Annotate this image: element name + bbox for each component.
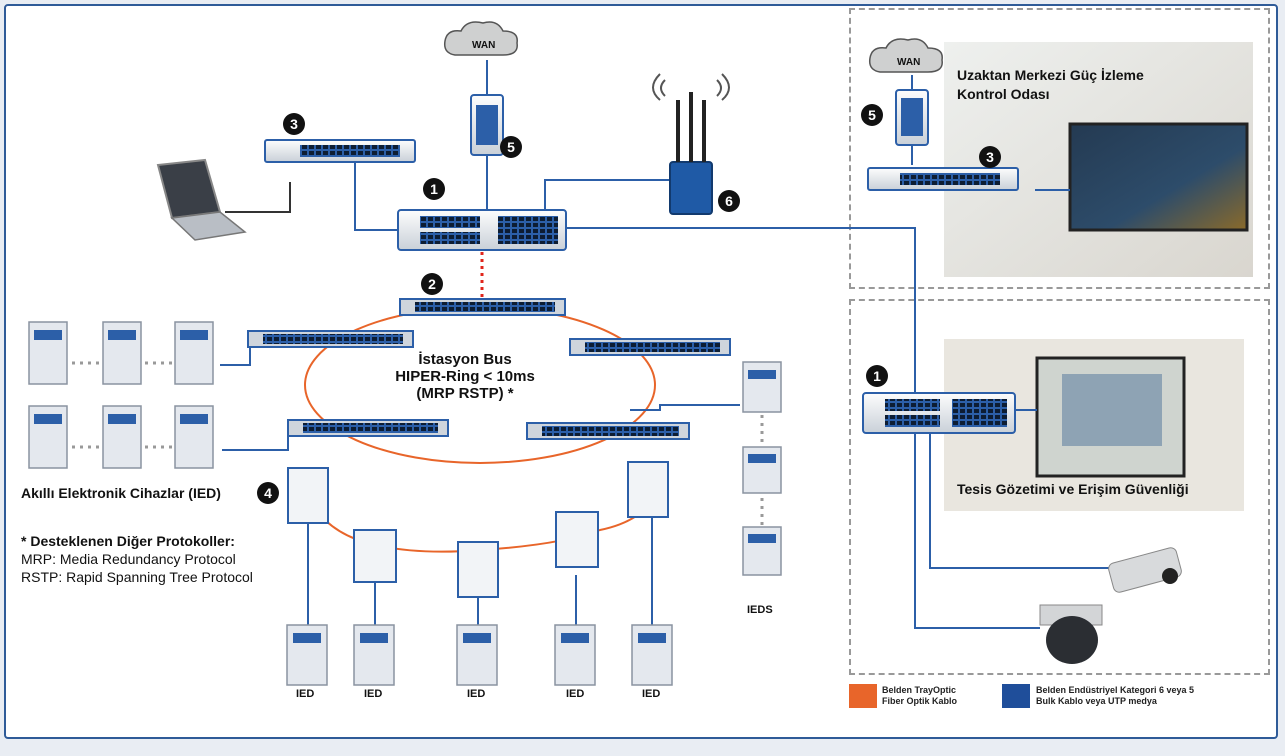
- ied-label: IED: [642, 688, 661, 700]
- ring-label-line2: HIPER-Ring < 10ms: [395, 368, 535, 385]
- router-icon: [470, 89, 929, 156]
- copper-legend-text: Belden Endüstriyel Kategori 6 veya 5 Bul…: [1036, 685, 1194, 707]
- ieds-label: IEDS: [747, 604, 773, 616]
- security-zone-title: Tesis Gözetimi ve Erişim Güvenliği: [957, 481, 1189, 497]
- ied-chain-dots: [72, 361, 764, 525]
- control-room-screen: [1068, 122, 1249, 232]
- ied-label: IED: [566, 688, 585, 700]
- badge-6: 6: [718, 190, 740, 212]
- wan-label: WAN: [897, 57, 921, 68]
- switch-icon: [397, 209, 567, 251]
- dome-camera-icon: [1039, 604, 1103, 664]
- wan-label: WAN: [472, 40, 496, 51]
- protocol-rstp: RSTP: Rapid Spanning Tree Protocol: [21, 569, 253, 585]
- fiber-legend-line2: Fiber Optik Kablo: [882, 696, 958, 706]
- fiber-legend-swatch: [849, 684, 877, 708]
- badge-1: 1: [866, 365, 888, 387]
- copper-legend-swatch: [1002, 684, 1030, 708]
- fiber-legend-line1: Belden TrayOptic: [882, 685, 957, 695]
- bullet-camera-icon: [1108, 547, 1182, 593]
- rail-switch-icon: [287, 461, 669, 598]
- ring-label-line1: İstasyon Bus: [418, 351, 512, 368]
- remote-zone-title: Kontrol Odası: [957, 86, 1050, 102]
- copper-legend-line2: Bulk Kablo veya UTP medya: [1036, 696, 1157, 706]
- ied-screens: [34, 330, 776, 643]
- switch-icon: [264, 139, 416, 163]
- badge-1: 1: [423, 178, 445, 200]
- ring-label: İstasyon Bus HIPER-Ring < 10ms (MRP RSTP…: [380, 351, 550, 402]
- wireless-router-icon: [652, 73, 730, 215]
- ring-label-line3: (MRP RSTP) *: [416, 385, 514, 402]
- security-zone: [849, 299, 1270, 675]
- badge-3: 3: [283, 113, 305, 135]
- switch-icon: [862, 392, 1016, 434]
- remote-zone-title: Uzaktan Merkezi Güç İzleme: [957, 67, 1144, 83]
- ied-label: IED: [364, 688, 383, 700]
- laptop-icon: [156, 158, 247, 241]
- ied-label: IED: [467, 688, 486, 700]
- badge-2: 2: [421, 273, 443, 295]
- switch-icon: [867, 167, 1019, 191]
- copper-legend-line1: Belden Endüstriyel Kategori 6 veya 5: [1036, 685, 1195, 695]
- ied-label: IED: [296, 688, 315, 700]
- badge-5: 5: [500, 136, 522, 158]
- badge-3: 3: [979, 146, 1001, 168]
- ied-group-label: Akıllı Elektronik Cihazlar (IED): [21, 485, 221, 501]
- protocols-note: * Desteklenen Diğer Protokoller: MRP: Me…: [21, 532, 253, 586]
- wan-cloud-icon: [443, 21, 943, 73]
- switch-icon: [247, 298, 731, 440]
- protocol-mrp: MRP: Media Redundancy Protocol: [21, 551, 236, 567]
- protocols-heading: * Desteklenen Diğer Protokoller:: [21, 533, 235, 549]
- fiber-legend-text: Belden TrayOptic Fiber Optik Kablo: [882, 685, 957, 707]
- badge-4: 4: [257, 482, 279, 504]
- badge-5: 5: [861, 104, 883, 126]
- remote-control-zone: [849, 8, 1270, 289]
